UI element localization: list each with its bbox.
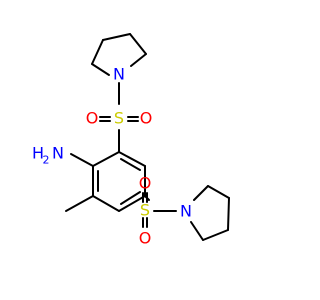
amine-group-label: N H 2 xyxy=(32,144,64,167)
bottom-ring-nitrogen-label: N xyxy=(180,202,192,221)
amine-hydrogen-label: H xyxy=(32,144,44,163)
bond-top-ring-4 xyxy=(130,53,147,67)
bond-benzene-inner-2 xyxy=(120,191,141,205)
bond-bottom-ring-1 xyxy=(193,185,209,201)
bond-top-ring-2 xyxy=(102,33,131,41)
bond-bottom-ring-4 xyxy=(202,229,229,241)
top-sulfonyl-sulfur-label: S xyxy=(114,109,124,128)
top-sulfonyl-right-oxygen-label: O xyxy=(140,109,153,128)
amine-hydrogen-count-label: 2 xyxy=(43,154,50,167)
chemical-structure-diagram: N S O O N H 2 S O O N xyxy=(32,33,230,248)
bond-benzene-4 xyxy=(92,195,120,212)
bond-bottom-ring-5 xyxy=(190,221,204,241)
bond-top-ring-1 xyxy=(91,39,104,65)
top-ring-nitrogen-label: N xyxy=(113,65,125,84)
bond-benzene-inner-1 xyxy=(120,158,141,171)
top-sulfonyl-left-oxygen-label: O xyxy=(86,109,99,128)
bond-benzene-3 xyxy=(118,195,146,212)
bottom-sulfonyl-lower-oxygen-label: O xyxy=(139,229,152,248)
bond-aromatic-methyl xyxy=(65,195,94,212)
bond-benzene-1 xyxy=(118,151,146,167)
bond-top-ring-5 xyxy=(91,63,110,76)
bond-top-ring-3 xyxy=(129,33,147,55)
amine-nitrogen-label: N xyxy=(52,144,64,163)
bottom-sulfonyl-sulfur-label: S xyxy=(140,201,150,220)
bond-bottom-ring-3 xyxy=(227,197,230,231)
bond-bottom-ring-2 xyxy=(207,185,230,199)
bond-aromatic-nh2 xyxy=(70,153,94,167)
bottom-sulfonyl-upper-oxygen-label: O xyxy=(139,174,152,193)
bond-benzene-6 xyxy=(92,151,120,167)
